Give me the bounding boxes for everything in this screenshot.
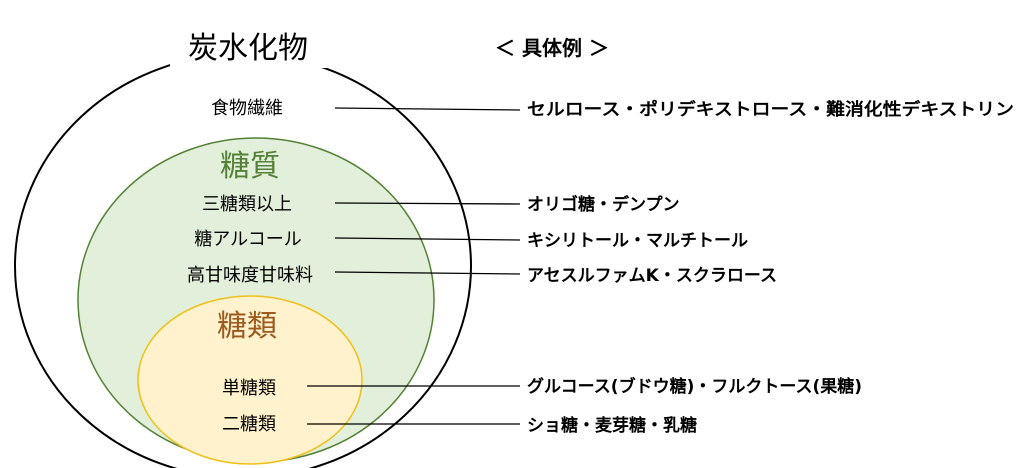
category-name: 二糖類 <box>222 414 276 435</box>
saccharide-title: 糖類 <box>217 309 277 344</box>
connector-line <box>334 237 521 241</box>
category-row-sugar-alcohol: 糖アルコール キシリトール・マルチトール <box>194 229 748 251</box>
category-row-trisaccharides: 三糖類以上 オリゴ糖・デンプン <box>202 194 680 215</box>
sugar-title: 糖質 <box>220 149 280 184</box>
category-row-fiber: 食物繊維 セルロース・ポリデキストロース・難消化性デキストリン <box>211 98 1014 120</box>
category-name: 単糖類 <box>222 378 276 399</box>
category-examples: オリゴ糖・デンプン <box>527 194 680 215</box>
category-name: 高甘味度甘味料 <box>187 265 313 286</box>
connector-line <box>334 202 521 205</box>
category-name: 三糖類以上 <box>202 194 292 215</box>
category-name: 糖アルコール <box>194 229 301 250</box>
carbohydrate-title-gap <box>170 26 330 68</box>
category-examples: ショ糖・麦芽糖・乳糖 <box>527 415 697 436</box>
category-name: 食物繊維 <box>211 98 283 119</box>
connector-line <box>334 271 521 275</box>
category-row-monosaccharides: 単糖類 グルコース(ブドウ糖)・フルクトース(果糖) <box>222 376 862 399</box>
saccharide-ellipse <box>137 295 363 465</box>
category-examples: セルロース・ポリデキストロース・難消化性デキストリン <box>527 99 1014 120</box>
examples-header: ＜ 具体例 ＞ <box>495 36 609 60</box>
category-examples: アセスルファムK・スクラロース <box>527 266 777 286</box>
category-examples: グルコース(ブドウ糖)・フルクトース(果糖) <box>527 376 862 397</box>
category-row-high-intensity-sweetener: 高甘味度甘味料 アセスルファムK・スクラロース <box>187 265 777 286</box>
carbohydrate-title: 炭水化物 <box>188 31 308 66</box>
category-examples: キシリトール・マルチトール <box>527 231 748 251</box>
category-row-disaccharides: 二糖類 ショ糖・麦芽糖・乳糖 <box>222 414 697 436</box>
connector-line <box>334 107 521 111</box>
